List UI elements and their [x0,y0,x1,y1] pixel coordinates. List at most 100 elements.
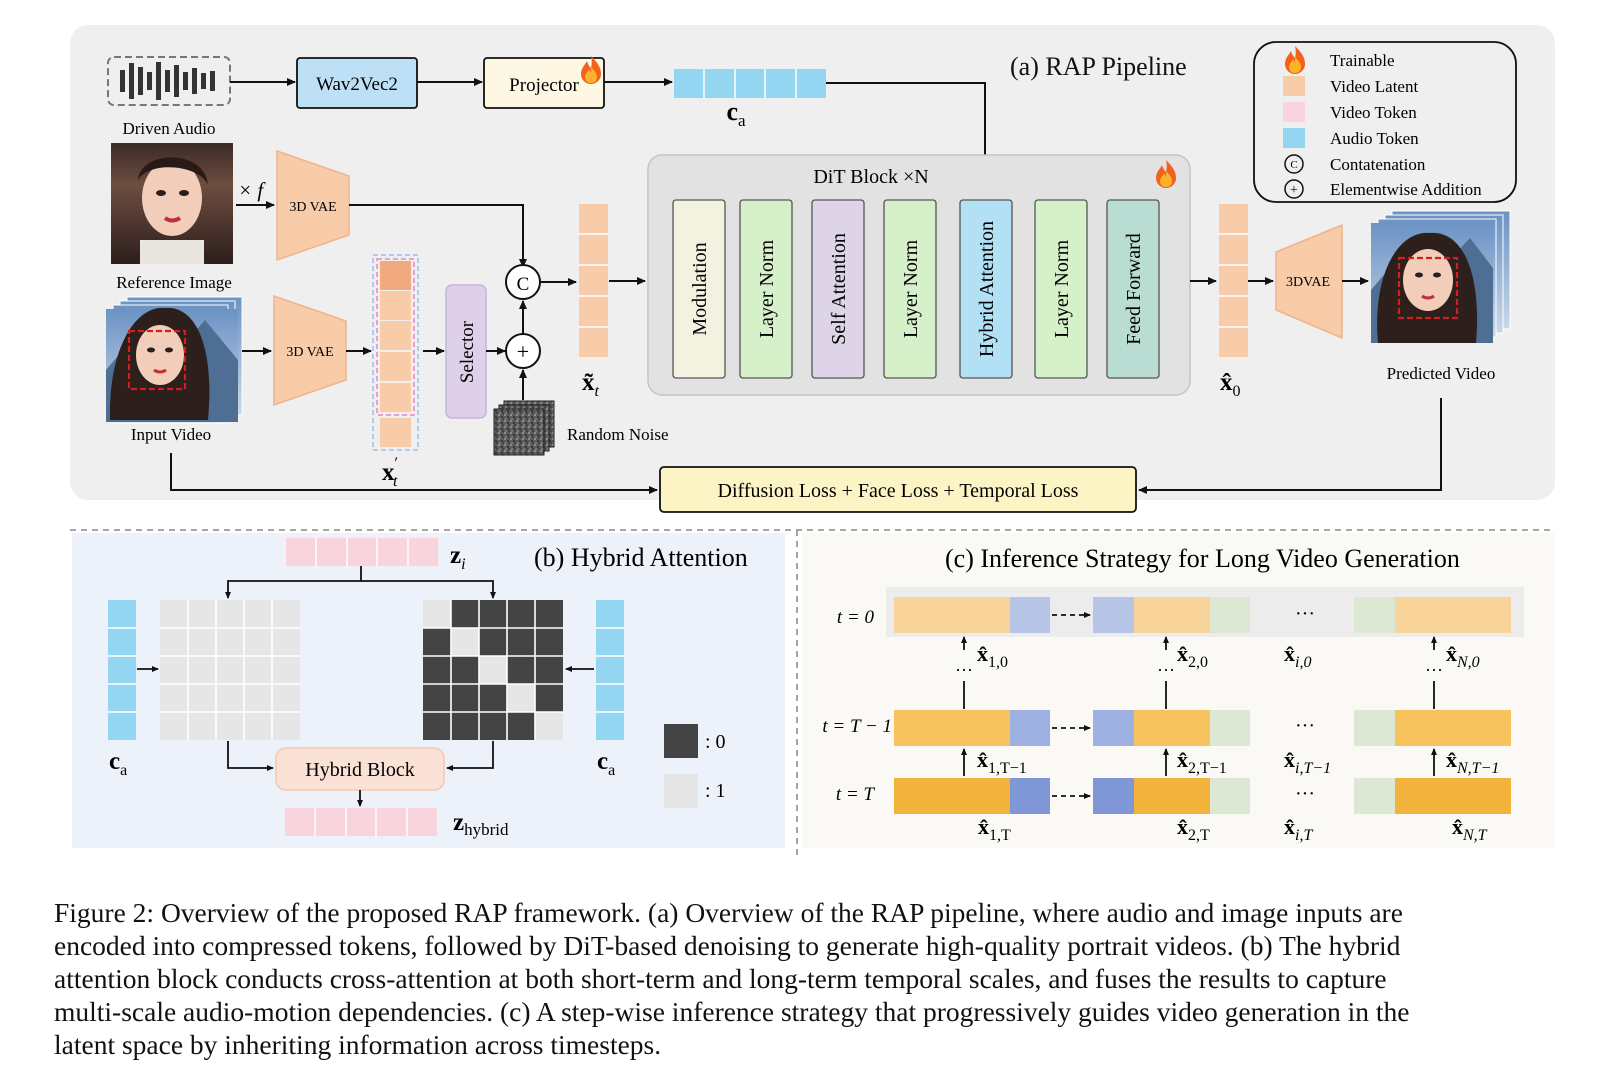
legend-audio-token-swatch [1283,128,1305,148]
concat-symbol: C [517,274,530,295]
dit-block-title: DiT Block ×N [813,166,928,188]
mask-legend-light-swatch [664,774,698,808]
predicted-video-label: Predicted Video [1387,364,1496,383]
vae-encoder-video [273,294,347,407]
short-term-mask-grid [160,600,300,740]
legend-trainable: Trainable [1330,51,1395,70]
ca-right-label: ca [597,748,615,779]
random-noise-label: Random Noise [567,425,669,444]
legend-add-symbol: + [1290,183,1298,198]
xhat-1-T: x̂1,T [978,814,1011,844]
wav2vec-label: Wav2Vec2 [316,74,398,95]
dit-layer-label: Modulation [689,242,711,335]
vae-ref-label: 3D VAE [289,200,336,215]
caption-line: multi-scale audio-motion dependencies. (… [54,996,1410,1027]
xt-tilde-label: x̃t [582,369,600,400]
legend-video-token: Video Token [1330,103,1417,122]
ca-left-label: ca [109,748,127,779]
vae-decoder-label: 3DVAE [1286,275,1330,290]
legend: Trainable Video Latent Video Token Audio… [1253,41,1517,203]
xhat-2-T1: x̂2,T−1 [1177,747,1227,777]
legend-concat-symbol: C [1290,159,1297,171]
driven-audio-label: Driven Audio [122,119,215,138]
loss-box [659,466,1137,513]
row-label-t0: t = 0 [837,607,875,628]
dit-layer-hybrid-attention [959,199,1013,379]
long-term-mask-grid [423,600,563,740]
legend-video-latent: Video Latent [1330,77,1418,96]
face-box-icon [1397,256,1459,320]
dit-layer-layernorm-1 [739,199,793,379]
reference-image-label: Reference Image [116,273,232,292]
caption-line: latent space by inheriting information a… [54,1029,662,1060]
vdots-colN: ··· [1425,660,1443,680]
xhat-2-T: x̂2,T [1177,814,1210,844]
audio-token-bar [674,69,826,98]
legend-video-token-swatch [1283,102,1305,122]
dit-layer-modulation [672,199,726,379]
caption-line: Figure 2: Overview of the proposed RAP f… [54,897,1403,928]
xhat-1-T1: x̂1,T−1 [977,747,1027,777]
vae-decoder [1275,223,1343,340]
noise-image [493,400,555,456]
legend-add: Elementwise Addition [1330,180,1482,199]
xhat-N-0: x̂N,0 [1446,641,1480,671]
panel-a-title: (a) RAP Pipeline [1010,52,1187,81]
vae-encoder-ref [276,149,350,262]
predicted-video-image [1371,210,1511,343]
vae-video-label: 3D VAE [286,345,333,360]
panel-c-title: (c) Inference Strategy for Long Video Ge… [945,544,1460,573]
selector-label: Selector [457,320,478,383]
figure-caption: Figure 2: Overview of the proposed RAP f… [54,896,1570,1061]
dit-layer-label: Layer Norm [1051,239,1073,338]
xhat-N-T1: x̂N,T−1 [1446,747,1499,777]
audio-token-column-right [596,600,624,740]
dit-layer-label: Layer Norm [756,239,778,338]
audio-token-column-left [108,600,136,740]
row-label-tT: t = T [836,784,876,805]
vdots-col2: ··· [1157,660,1175,680]
video-token-bar-zhybrid [285,808,437,836]
add-symbol: + [517,339,529,364]
xhat-i-T1: x̂i,T−1 [1284,747,1331,777]
latent-column-xt-prime [372,254,419,451]
mask-legend-dark: : 0 [705,731,726,753]
latent-column-xt-tilde [579,204,608,357]
times-f-label: × f [238,178,266,202]
caption-line: encoded into compressed tokens, followed… [54,930,1401,961]
xhat-i-T: x̂i,T [1284,814,1313,844]
dit-layer-label: Hybrid Attention [976,221,998,357]
projector-label: Projector [509,75,579,96]
ellipsis-tT1: ··· [1295,715,1315,737]
dit-layer-label: Self Attention [828,233,850,345]
vdots-col1: ··· [955,660,973,680]
panel-b-title: (b) Hybrid Attention [534,543,748,572]
video-stack-image [106,296,243,424]
dit-layer-feed-forward [1106,199,1160,379]
legend-video-latent-swatch [1283,76,1305,96]
legend-audio-token: Audio Token [1330,129,1419,148]
dit-layer-self-attention [811,199,865,379]
xhat-N-T: x̂N,T [1452,814,1488,844]
video-token-bar-zi [286,538,438,566]
mask-legend-dark-swatch [664,724,698,758]
xhat-i-0: x̂i,0 [1284,641,1311,671]
caption-line: attention block conducts cross-attention… [54,963,1387,994]
figure: (a) RAP Pipeline Driven Audio Wav2Vec2 P… [70,25,1555,858]
zhybrid-label: zhybrid [453,809,509,839]
latent-column-x0 [1219,204,1248,357]
row-label-tT1: t = T − 1 [822,716,892,737]
row-tT1-segments [894,710,1511,746]
input-video-label: Input Video [131,425,211,444]
hybrid-block-label: Hybrid Block [305,759,414,781]
dit-layer-layernorm-3 [1034,199,1088,379]
zi-label: zi [450,542,466,573]
legend-concat: Contatenation [1330,155,1426,174]
dit-layer-label: Layer Norm [900,239,922,338]
row-t0-segments [894,597,1511,633]
mask-legend-light: : 1 [705,780,726,802]
ellipsis-t0: ··· [1295,603,1315,625]
x0-hat-label: x̂0 [1220,369,1241,400]
reference-image [111,143,233,264]
dit-layers: Modulation Layer Norm Self Attention Lay… [672,199,1160,379]
